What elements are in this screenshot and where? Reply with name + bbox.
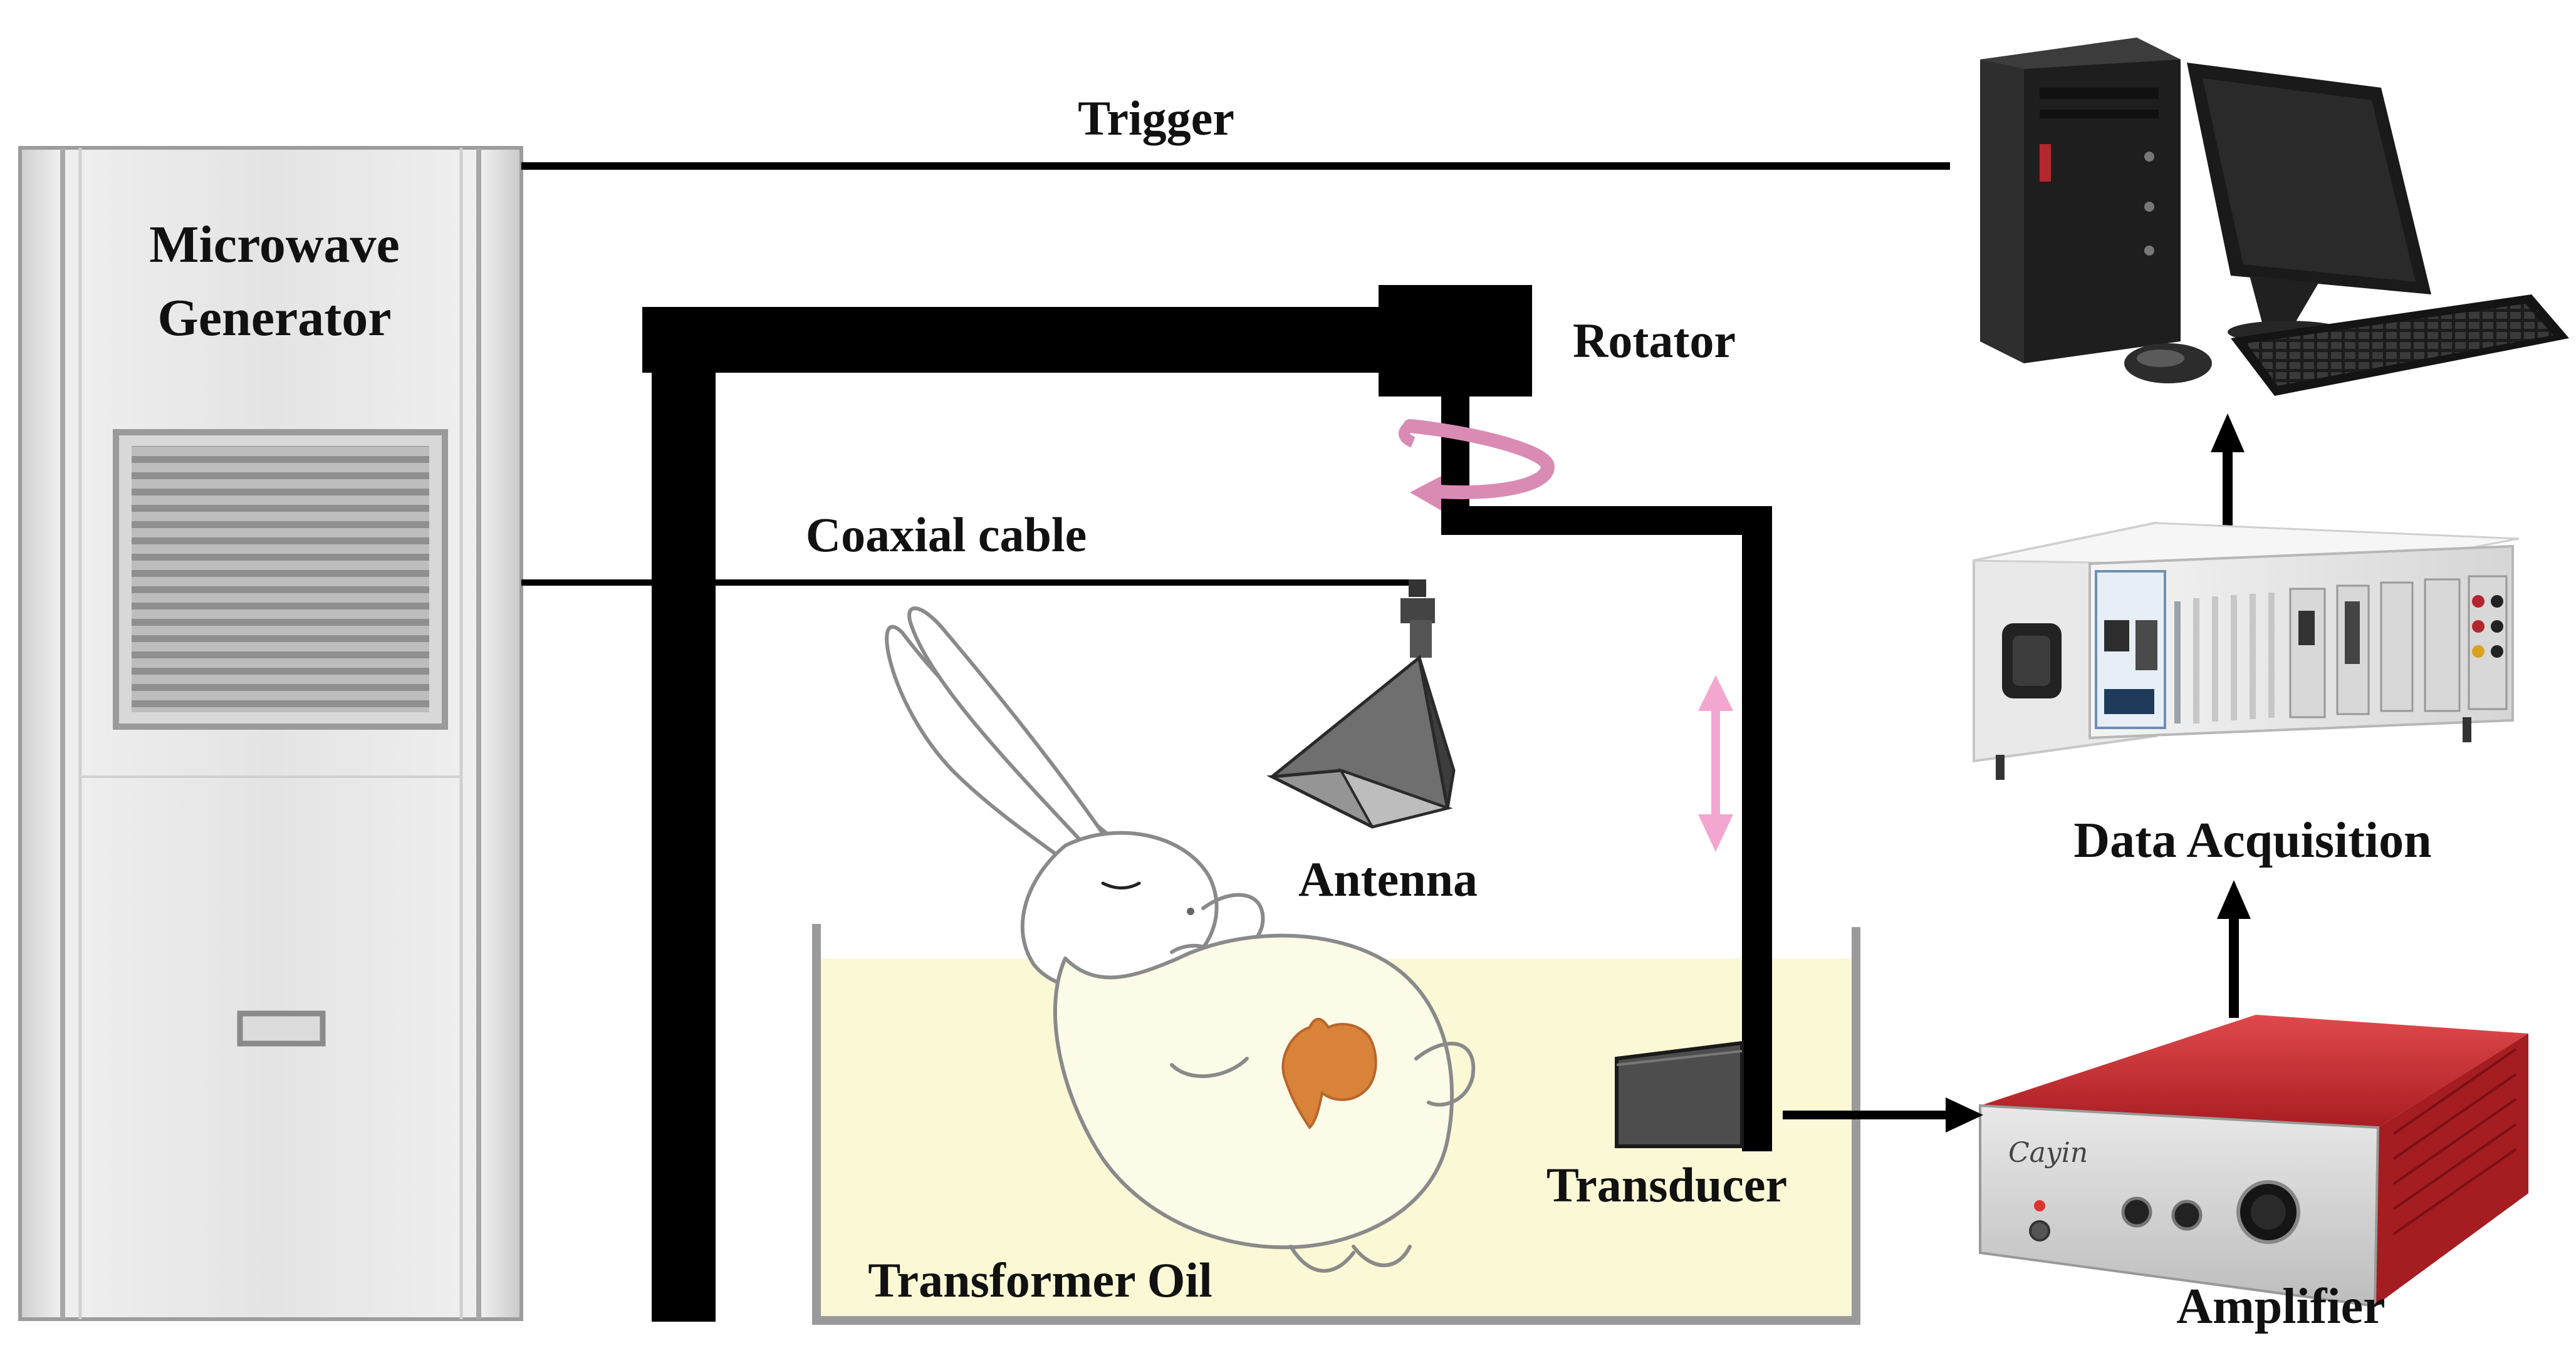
horn-antenna-icon [1266, 579, 1456, 829]
amplifier-brand: Cayin [2008, 1137, 2088, 1169]
trigger-label: Trigger [1078, 91, 1234, 145]
rotation-arrow-icon [1399, 419, 1555, 511]
coaxial-cable-label: Coaxial cable [806, 507, 1087, 562]
organ-icon [1281, 1017, 1377, 1130]
microwave-generator-label-line1: Microwave [149, 215, 400, 274]
rotator-gantry [642, 285, 1772, 1322]
transducer-arm-vertical [1742, 506, 1772, 1151]
pxi-chassis-icon [1973, 521, 2520, 780]
generator-handle-slot [237, 1010, 326, 1047]
data-acquisition-label: Data Acquisition [2073, 813, 2431, 868]
transformer-oil-label: Transformer Oil [868, 1253, 1212, 1307]
rotator-shaft [1441, 395, 1469, 526]
ultrasound-transducer-icon [1615, 1040, 1744, 1148]
antenna-label: Antenna [1298, 852, 1478, 906]
microwave-generator: Microwave Generator [18, 146, 523, 1321]
audio-amplifier-icon: Cayin [1979, 1015, 2528, 1308]
rotator-label: Rotator [1573, 313, 1736, 368]
rabbit-illustration [885, 606, 1476, 1273]
transducer-arm-horizontal [1441, 506, 1770, 535]
desktop-computer-icon [1980, 38, 2569, 396]
rotator-block [1379, 285, 1532, 397]
transducer-label: Transducer [1546, 1158, 1787, 1212]
gantry-top-beam [642, 307, 1454, 373]
microwave-generator-label-line2: Generator [157, 289, 391, 347]
vertical-motion-arrow-icon [1698, 675, 1733, 852]
amplifier-label: Amplifier [2176, 1279, 2385, 1334]
gantry-vertical-post [652, 338, 716, 1322]
